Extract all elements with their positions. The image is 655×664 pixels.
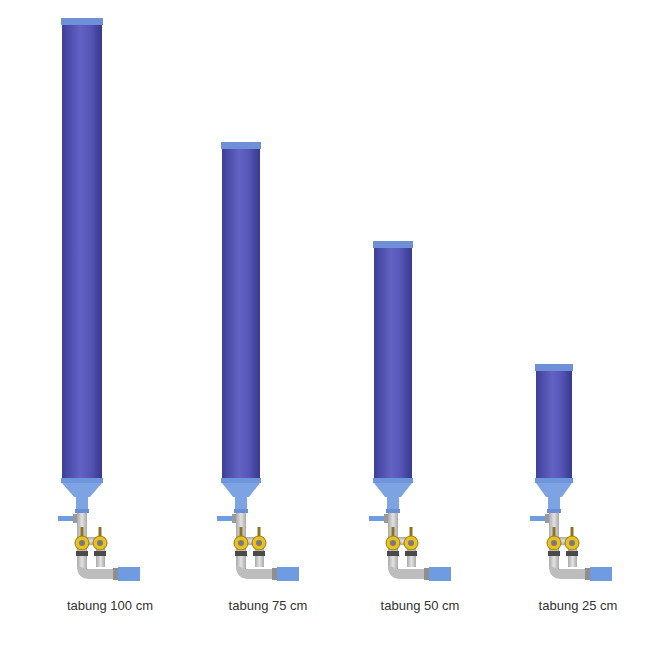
tube-label: tabung 50 cm (381, 598, 460, 613)
tube-label: tabung 75 cm (229, 598, 308, 613)
tube (217, 142, 299, 581)
tube (530, 364, 612, 581)
tube-label: tabung 25 cm (539, 598, 618, 613)
tube (369, 241, 451, 581)
tube (58, 18, 140, 581)
tube-label: tabung 100 cm (67, 598, 153, 613)
